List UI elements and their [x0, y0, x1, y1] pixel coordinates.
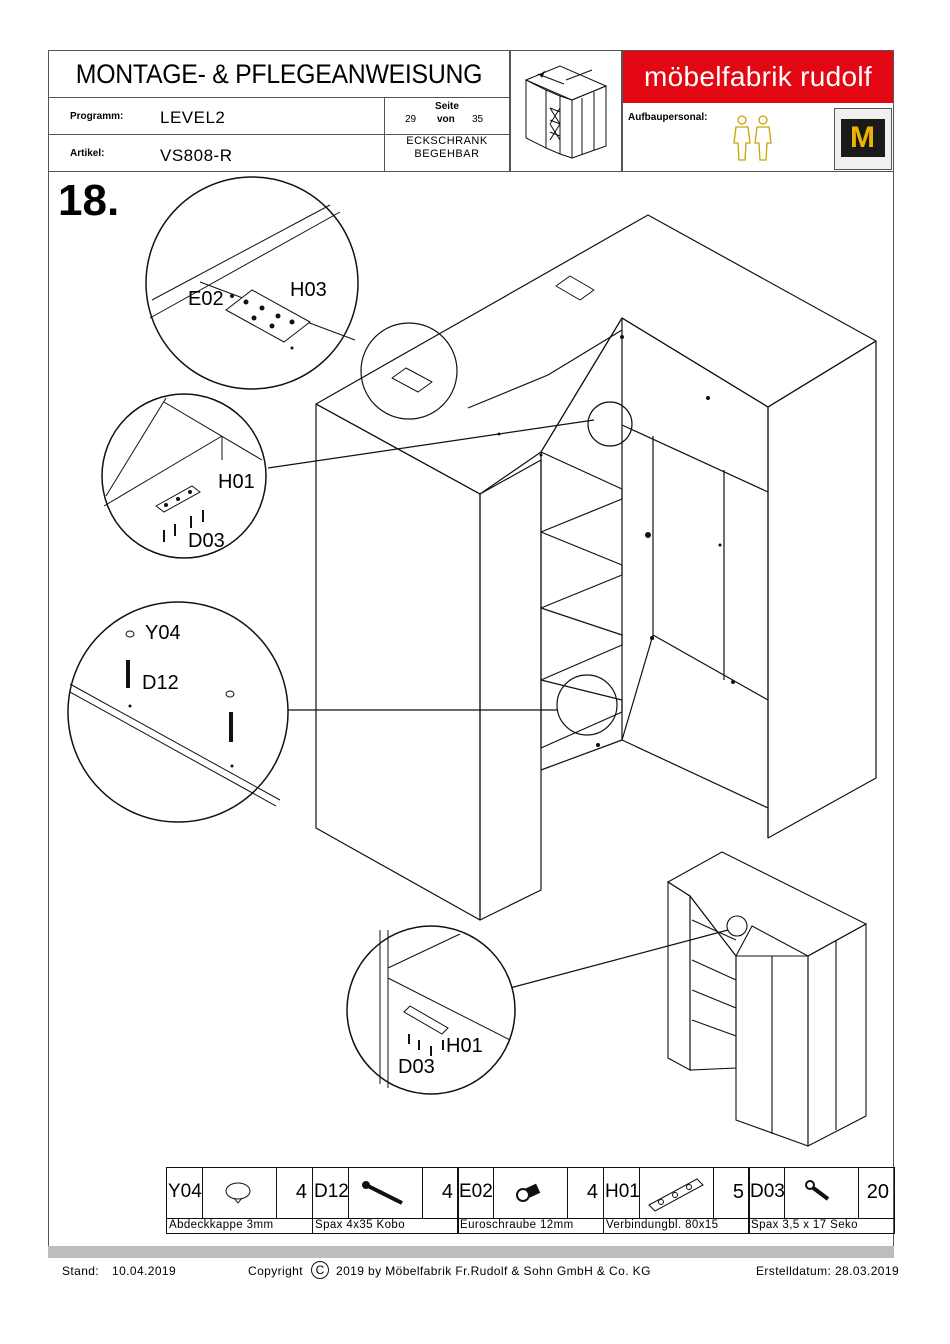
overview-cabinet	[666, 851, 868, 1147]
part-code: D03	[750, 1181, 785, 1202]
detail-circle-bottom	[346, 925, 516, 1095]
part-h01: H01 5 Verbindungbl. 80x15	[603, 1167, 750, 1235]
part-count: 4	[295, 1181, 307, 1203]
two-persons-icon	[733, 115, 772, 161]
part-d12: D12 4 Spax 4x35 Kobo	[312, 1167, 459, 1235]
part-count: 4	[586, 1181, 598, 1203]
page-title: MONTAGE- & PFLEGEANWEISUNG	[75, 58, 483, 89]
part-code: Y04	[168, 1181, 202, 1202]
callout-e02: E02	[188, 288, 224, 310]
stand-label: Stand:	[62, 1264, 100, 1278]
part-e02: E02 4 Euroschraube 12mm	[457, 1167, 604, 1235]
callout-y04: Y04	[145, 622, 181, 644]
header-block: MONTAGE- & PFLEGEANWEISUNG Programm: LEV…	[48, 50, 894, 172]
part-count: 4	[441, 1181, 453, 1203]
programm-label: Programm:	[70, 111, 124, 122]
stand-value: 10.04.2019	[112, 1264, 177, 1278]
callout-d03-upper: D03	[188, 530, 225, 552]
callout-d03-bottom: D03	[398, 1056, 435, 1078]
product-line-2: BEGEHBAR	[414, 148, 480, 160]
product-line-1: ECKSCHRANK	[406, 135, 488, 147]
part-description: Spax 3,5 x 17 Seko	[748, 1219, 895, 1234]
part-description: Euroschraube 12mm	[457, 1219, 604, 1234]
copyright-label: Copyright	[248, 1264, 303, 1278]
programm-value: LEVEL2	[160, 108, 226, 127]
cap-icon	[225, 1182, 251, 1204]
part-d03: D03 20 Spax 3,5 x 17 Seko	[748, 1167, 895, 1235]
thumbnail-cell	[510, 50, 622, 172]
part-description: Spax 4x35 Kobo	[312, 1219, 459, 1234]
part-code: E02	[459, 1181, 493, 1202]
callout-d12: D12	[142, 672, 179, 694]
footer-bar	[48, 1246, 894, 1258]
plate-icon	[648, 1178, 704, 1212]
aufbaupersonal-label: Aufbaupersonal:	[628, 112, 708, 123]
callout-h03: H03	[290, 279, 327, 301]
brand-logo: möbelfabrik rudolf	[623, 51, 893, 103]
screw-icon	[362, 1181, 403, 1205]
seite-von: von	[437, 114, 455, 125]
seite-current: 29	[405, 114, 417, 125]
part-code: D12	[314, 1181, 349, 1202]
artikel-label: Artikel:	[70, 148, 105, 159]
cabinet-top-panel	[315, 214, 877, 495]
seite-label: Seite	[435, 101, 459, 112]
callout-h01-bottom: H01	[446, 1035, 483, 1057]
detail-circle-top	[145, 176, 359, 390]
step-number: 18.	[58, 176, 120, 225]
quality-seal-logo: M	[834, 108, 892, 170]
copyright-icon: C	[311, 1261, 329, 1279]
artikel-value: VS808-R	[160, 146, 233, 165]
detail-circle-left-lower	[67, 601, 289, 823]
product-cell	[384, 134, 510, 172]
part-count: 5	[732, 1181, 744, 1203]
part-description: Verbindungbl. 80x15	[603, 1219, 750, 1234]
cabinet-thumbnail-icon	[524, 65, 608, 159]
part-y04: Y04 4 Abdeckkappe 3mm	[166, 1167, 313, 1235]
brand-cell	[622, 50, 894, 172]
part-description: Abdeckkappe 3mm	[166, 1219, 313, 1234]
part-code: H01	[605, 1181, 640, 1202]
callout-h01-upper: H01	[218, 471, 255, 493]
euro-screw-icon	[516, 1183, 541, 1202]
detail-circle-left-upper	[101, 393, 267, 559]
small-screw-icon	[805, 1180, 830, 1201]
part-count: 20	[866, 1181, 889, 1203]
erstelldatum: Erstelldatum: 28.03.2019	[756, 1264, 900, 1278]
copyright-text: 2019 by Möbelfabrik Fr.Rudolf & Sohn Gmb…	[336, 1264, 651, 1278]
seite-total: 35	[472, 114, 484, 125]
